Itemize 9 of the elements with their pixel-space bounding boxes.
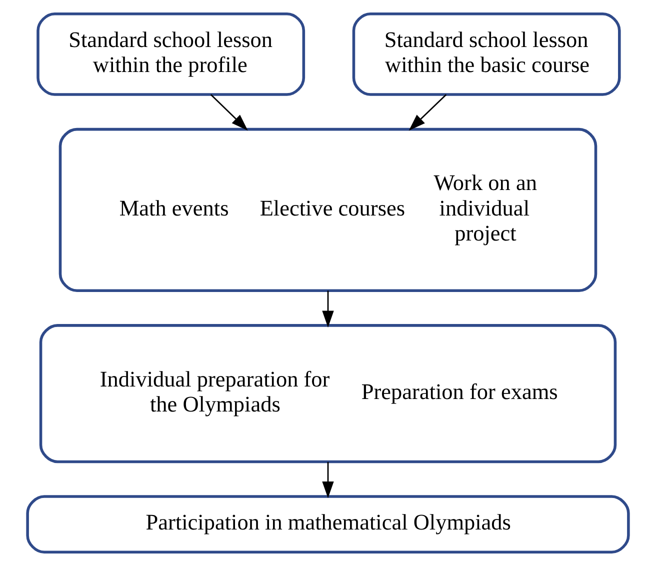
node-box: Participation in mathematical Olympiads [26,495,630,554]
node-box: Math events Elective courses Work on an individual project [58,128,597,292]
arrow [408,94,446,131]
node-box: Individual preparation for the Olympiads Preparation for exams [38,324,616,464]
arrow [322,462,334,498]
node-box: Standard school lesson within the profile [36,12,305,96]
node-box: Standard school lesson within the basic course [352,12,620,96]
arrow [210,94,248,131]
arrow [322,290,334,328]
